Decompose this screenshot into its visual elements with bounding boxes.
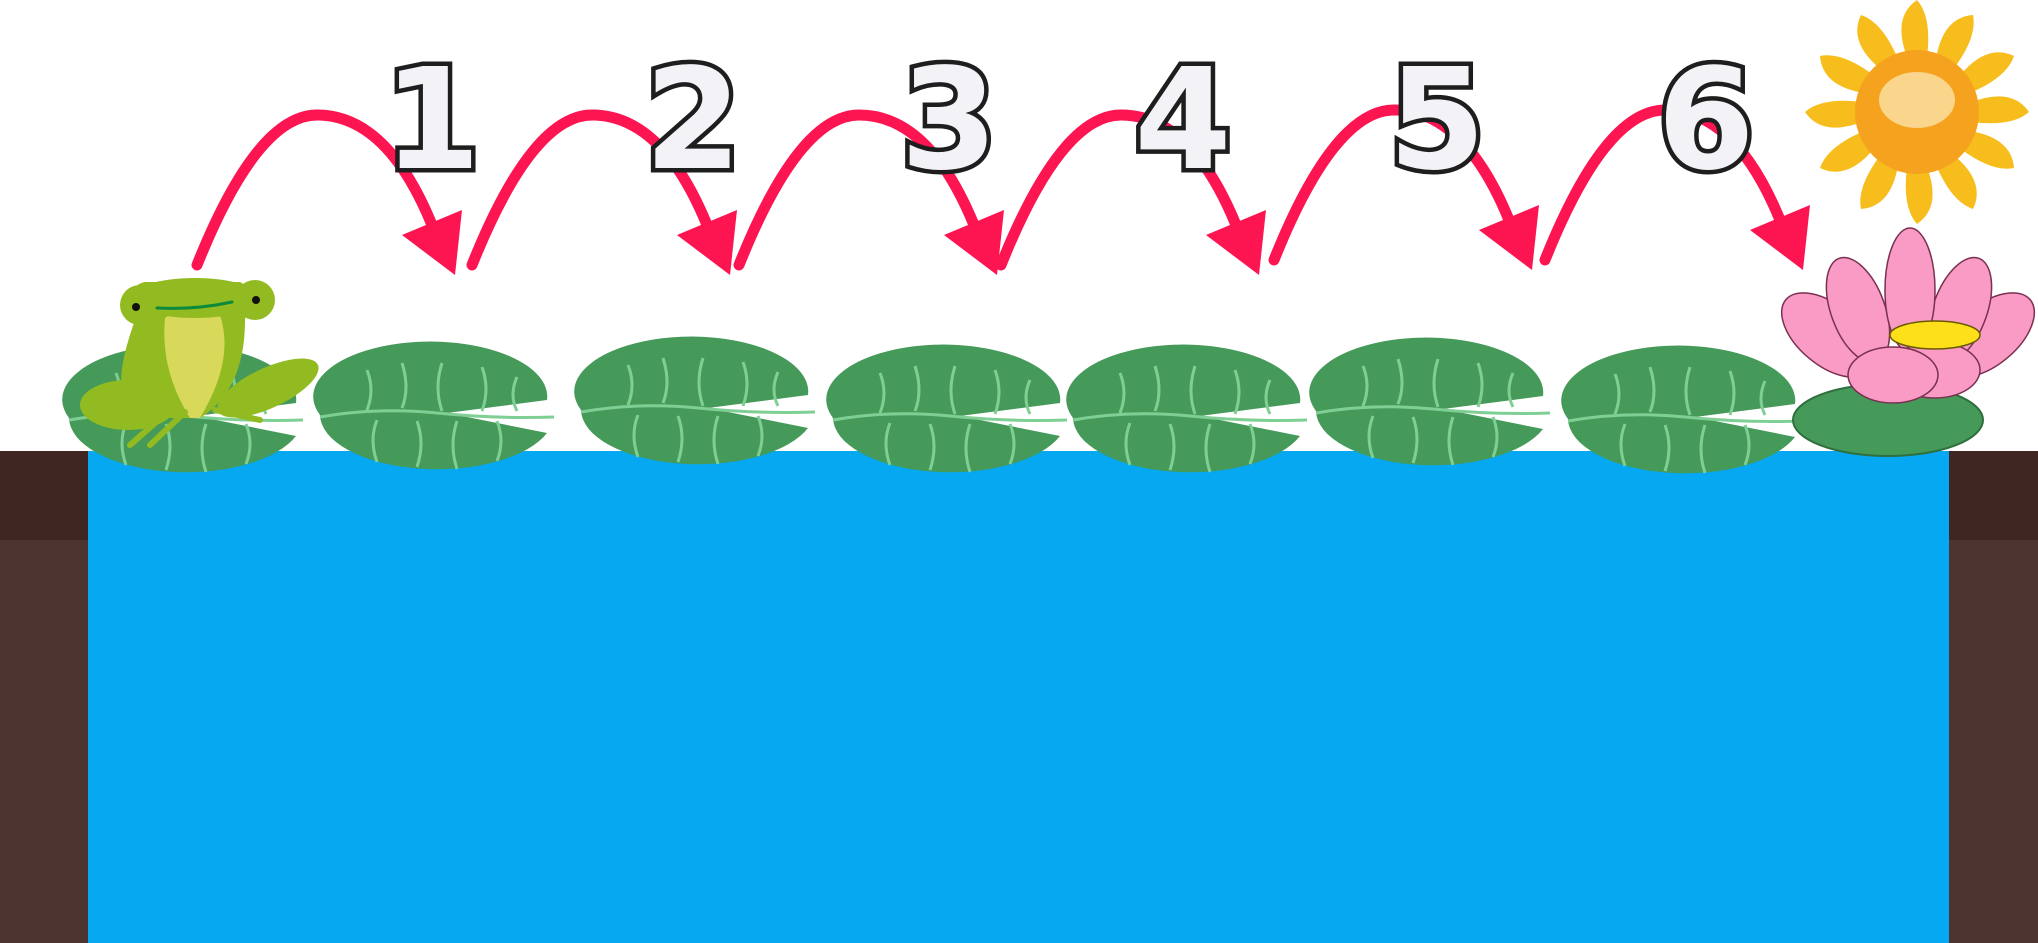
sun-icon (1805, 0, 2029, 224)
lily-pad-icon (572, 335, 817, 466)
number-label-3: 3 (900, 39, 997, 202)
lily-pad-icon (1559, 344, 1804, 475)
bank-left (0, 540, 88, 943)
lily-pad-icon (824, 343, 1069, 474)
number-label-1: 1 (383, 39, 480, 202)
number-label-2: 2 (644, 39, 741, 202)
pond-water (88, 451, 1949, 943)
lotus-icon (1780, 227, 2036, 457)
bank-right (1949, 540, 2038, 943)
lily-pad-icon (311, 340, 556, 471)
number-label-5: 5 (1388, 39, 1485, 202)
bank-right-top (1949, 451, 2038, 541)
bank-left-top (0, 451, 88, 541)
lily-pad-icon (1307, 336, 1552, 467)
number-label-4: 4 (1134, 39, 1231, 202)
lily-pad-icon (1064, 343, 1309, 474)
frog-icon (80, 278, 319, 448)
number-label-6: 6 (1657, 39, 1754, 202)
